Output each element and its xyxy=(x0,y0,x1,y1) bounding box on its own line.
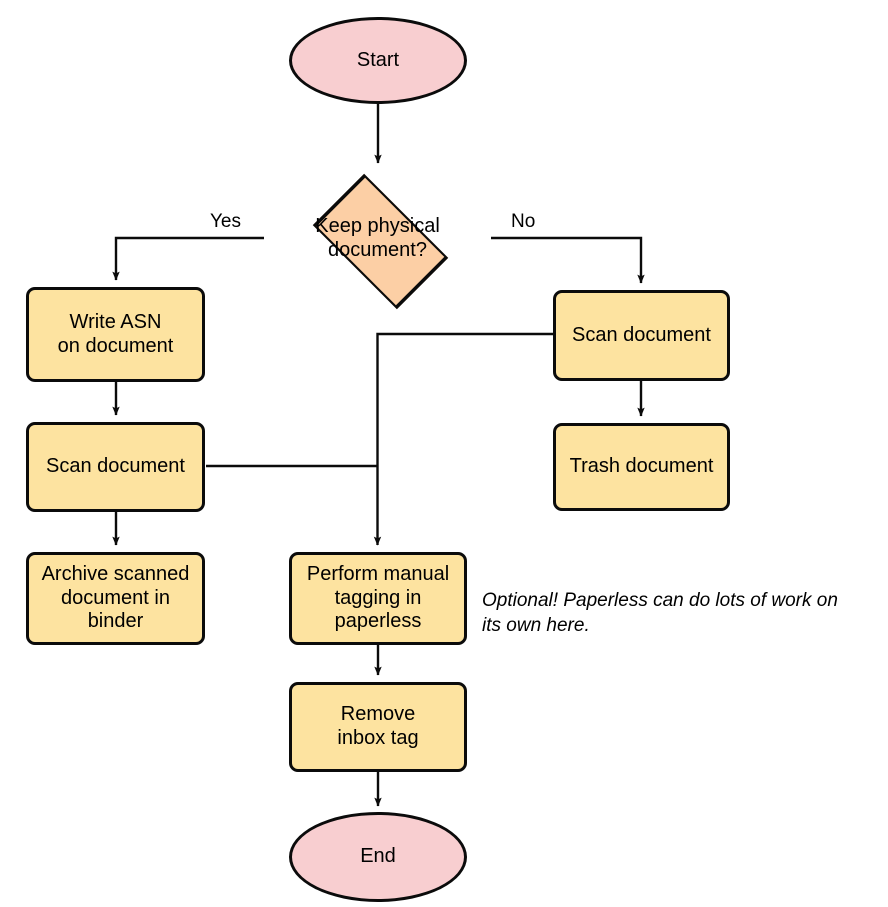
node-perform-manual-tagging[interactable]: Perform manual tagging in paperless xyxy=(289,552,467,645)
node-scan-document-right[interactable]: Scan document xyxy=(553,290,730,381)
node-scan-document-left-label: Scan document xyxy=(46,455,185,478)
edge-label-yes: Yes xyxy=(210,211,241,232)
node-scan-document-right-label: Scan document xyxy=(572,323,711,346)
node-scan-document-left[interactable]: Scan document xyxy=(26,422,205,512)
node-write-asn-on-document[interactable]: Write ASN on document xyxy=(26,287,205,382)
edge-label-no: No xyxy=(511,211,536,232)
edge-decision-no-to-scan-right xyxy=(491,236,645,284)
node-perform-manual-tagging-label: Perform manual tagging in paperless xyxy=(306,563,450,633)
edge-scan-right-to-tagging xyxy=(373,332,553,546)
edge-decision-yes-to-write-asn xyxy=(112,236,264,281)
node-start[interactable]: Start xyxy=(289,17,467,104)
node-trash-document[interactable]: Trash document xyxy=(553,423,730,511)
node-trash-document-label: Trash document xyxy=(569,455,714,478)
node-decision-label: Keep physical document? xyxy=(315,214,440,261)
node-archive-scanned-document-label: Archive scanned document in binder xyxy=(41,563,190,633)
node-archive-scanned-document[interactable]: Archive scanned document in binder xyxy=(26,552,205,645)
node-write-asn-label: Write ASN on document xyxy=(57,310,174,357)
node-remove-inbox-tag-label: Remove inbox tag xyxy=(337,703,419,749)
node-remove-inbox-tag[interactable]: Remove inbox tag xyxy=(289,682,467,772)
node-end[interactable]: End xyxy=(289,812,467,902)
node-decision-keep-physical-document[interactable]: Keep physical document? xyxy=(263,168,492,310)
node-start-label: Start xyxy=(356,48,400,71)
annotation-optional-note: Optional! Paperless can do lots of work … xyxy=(482,590,838,637)
node-end-label: End xyxy=(360,845,396,868)
